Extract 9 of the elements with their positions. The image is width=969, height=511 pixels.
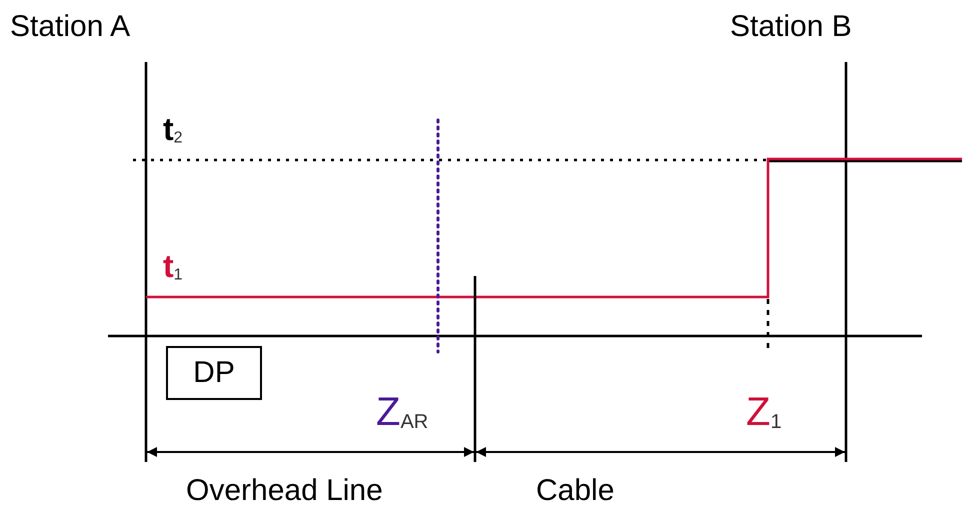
zone-label: Z$_{1}$ bbox=[746, 392, 782, 432]
section-label: Cable bbox=[536, 476, 614, 506]
station-label: Station B bbox=[730, 12, 852, 42]
station-label: Station A bbox=[10, 12, 130, 42]
section-label: Overhead Line bbox=[186, 476, 383, 506]
time-step-label: t$_{1}$ bbox=[163, 250, 183, 284]
relay-box: DP bbox=[166, 346, 262, 400]
zone-label: Z$_{AR}$ bbox=[376, 392, 428, 432]
time-step-label: t$_{2}$ bbox=[163, 113, 183, 146]
